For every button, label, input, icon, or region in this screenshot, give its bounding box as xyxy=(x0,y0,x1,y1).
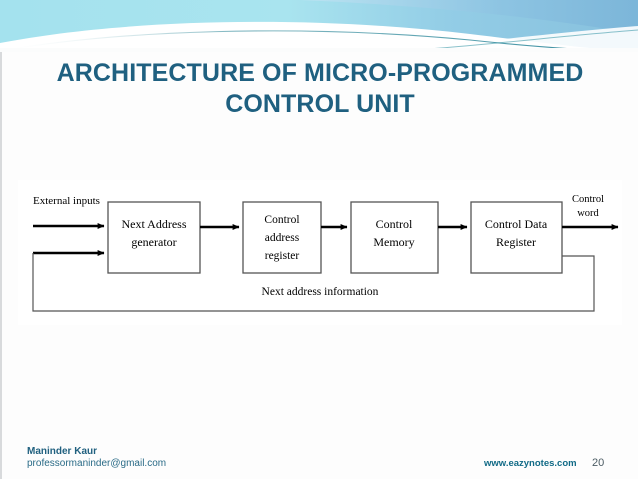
page-title-line-1: ARCHITECTURE OF MICRO-PROGRAMMED xyxy=(56,59,584,87)
architecture-block-diagram: Next Address generator Control address r… xyxy=(18,180,622,325)
footer-author-block: Maninder Kaur professormaninder@gmail.co… xyxy=(27,446,166,470)
footer-author-name: Maninder Kaur xyxy=(27,446,98,457)
block-next-address-generator-line-2: generator xyxy=(131,235,176,249)
path-next-address-feedback-loop xyxy=(32,253,595,312)
block-control-address-register-line-1: Control xyxy=(264,214,299,226)
page-title: ARCHITECTURE OF MICRO-PROGRAMMED CONTROL… xyxy=(28,58,612,120)
footer-page-number: 20 xyxy=(592,457,605,469)
block-next-address-generator-line-1: Next Address xyxy=(122,217,187,231)
slide-left-edge-rule xyxy=(0,0,2,479)
block-control-address-register-line-2: address xyxy=(265,232,300,244)
block-control-address-register xyxy=(242,201,322,274)
block-control-data-register-line-2: Register xyxy=(496,235,536,249)
block-control-memory-line-2: Memory xyxy=(373,235,414,249)
block-control-memory xyxy=(350,201,439,274)
block-control-address-register-line-3: register xyxy=(265,250,300,262)
block-control-memory-line-1: Control xyxy=(376,217,413,231)
page-title-line-2: CONTROL UNIT xyxy=(225,90,415,118)
block-next-address-generator xyxy=(107,201,201,274)
label-control-word-line-2: word xyxy=(577,208,599,219)
block-control-data-register-line-1: Control Data xyxy=(485,217,548,231)
label-next-address-information: Next address information xyxy=(262,286,379,298)
header-banner-graphic xyxy=(0,0,638,52)
label-external-inputs: External inputs xyxy=(33,195,100,207)
footer-website[interactable]: www.eazynotes.com xyxy=(484,458,577,469)
label-control-word-line-1: Control xyxy=(572,194,604,205)
footer-author-email: professormaninder@gmail.com xyxy=(27,458,167,469)
block-control-data-register xyxy=(470,201,563,274)
